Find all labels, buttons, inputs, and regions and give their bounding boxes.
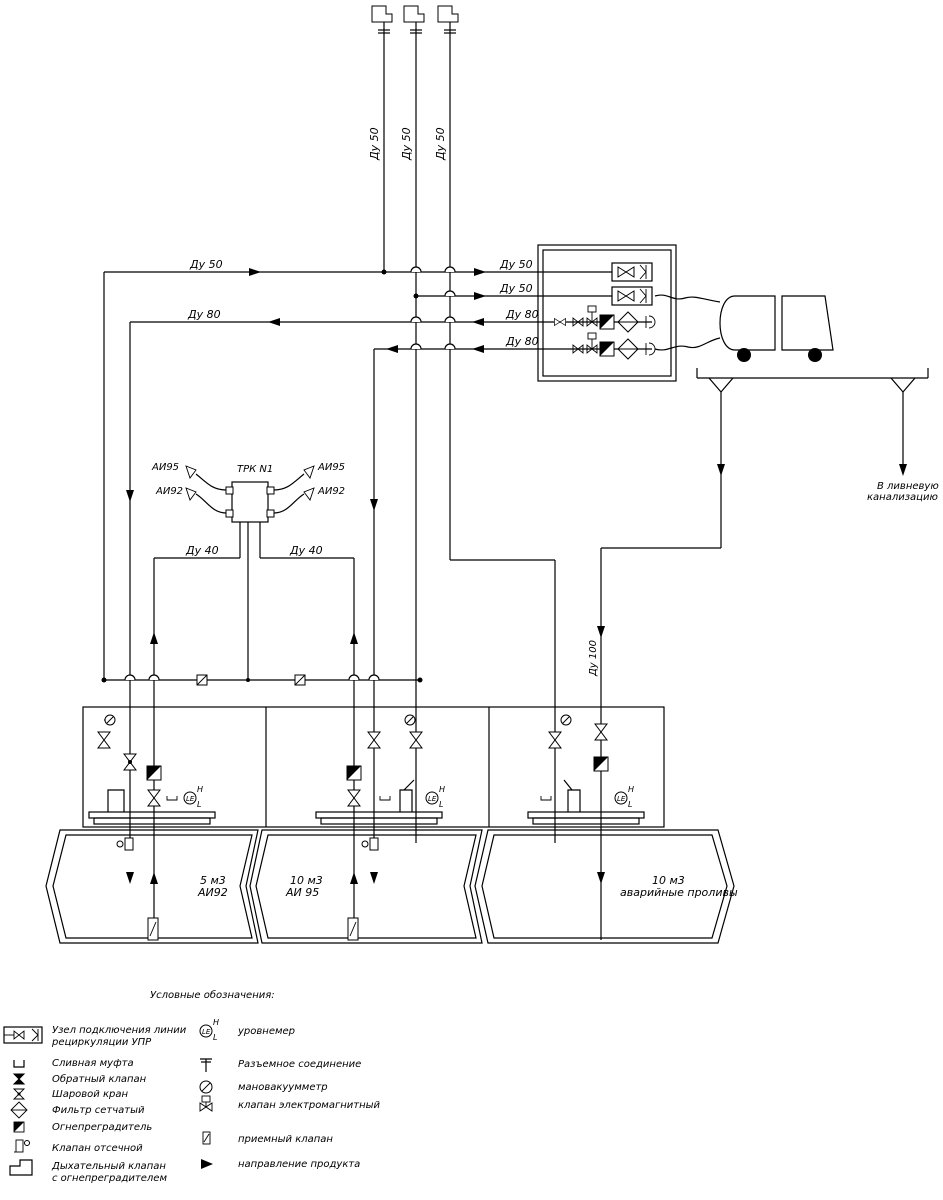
legend-label-1b: рециркуляции УПР	[51, 1037, 152, 1048]
legend-label-11: мановакуумметр	[238, 1082, 328, 1093]
legend-label-12: клапан электромагнитный	[238, 1100, 381, 1111]
storm-sewer-label-1: В ливневую	[877, 481, 939, 492]
label-du80-in1: Ду 80	[505, 308, 539, 321]
dispenser-title: ТРК N1	[237, 464, 273, 475]
dispenser-left-top: АИ95	[151, 462, 179, 473]
tank-1-product: АИ92	[197, 886, 228, 899]
storm-sewer-label-2: канализацию	[867, 492, 938, 503]
legend-title: Условные обозначения:	[150, 989, 275, 1001]
legend-label-1: Узел подключения линии	[52, 1025, 187, 1036]
legend-label-3: Обратный клапан	[52, 1073, 147, 1085]
tank-1-volume: 5 м3	[200, 874, 226, 887]
label-du50-vent1: Ду 50	[368, 127, 381, 161]
label-du50-top: Ду 50	[189, 258, 223, 271]
legend-label-8b: с огнепреградителем	[52, 1173, 167, 1184]
check-valve-icon	[12, 1073, 26, 1085]
ball-valve-icon	[12, 1088, 26, 1100]
legend-label-2: Сливная муфта	[52, 1058, 134, 1069]
dispenser-right-bottom: АИ92	[317, 486, 345, 497]
tank-3	[474, 829, 735, 944]
tank-3-volume: 10 м3	[652, 874, 685, 887]
legend-label-13: приемный клапан	[238, 1134, 333, 1145]
detachable-joint-icon	[200, 1058, 212, 1072]
dispenser-right-top: АИ95	[317, 462, 345, 473]
label-du50-vent3: Ду 50	[434, 127, 447, 161]
tank-3-product: аварийные проливы	[620, 886, 738, 899]
label-du80-top: Ду 80	[187, 308, 221, 321]
fuel-dispenser	[126, 465, 378, 940]
flow-direction-icon	[201, 1159, 213, 1169]
tank-1	[45, 829, 259, 944]
legend-label-8: Дыхательный клапан	[51, 1161, 166, 1172]
recirculation-node-icon	[3, 1026, 43, 1044]
label-du40-left: Ду 40	[185, 544, 219, 557]
breathing-valve-icon	[403, 5, 425, 34]
breathing-valve-icon	[437, 5, 459, 34]
legend-label-7: Клапан отсечной	[52, 1143, 143, 1154]
flame-arrester-icon	[13, 1121, 25, 1133]
tank-truck	[654, 294, 929, 548]
intake-valve-icon	[202, 1131, 211, 1145]
label-du100: Ду 100	[588, 640, 599, 677]
breathing-valve-icon	[371, 5, 393, 272]
tank-2	[249, 829, 483, 944]
mesh-filter-icon	[10, 1101, 28, 1119]
legend-label-14: направление продукта	[238, 1159, 360, 1170]
label-du80-in2: Ду 80	[505, 335, 539, 348]
pipe-du50-second	[413, 290, 612, 300]
legend-label-5: Фильтр сетчатый	[52, 1105, 145, 1116]
legend-label-9: уровнемер	[237, 1026, 295, 1037]
label-du50-in1: Ду 50	[499, 258, 533, 271]
shutoff-valve-icon	[14, 1139, 30, 1153]
tank-pit	[82, 706, 665, 828]
breathing-valve-icon	[9, 1159, 33, 1176]
legend-label-4: Шаровой кран	[52, 1089, 128, 1100]
manovacuum-gauge-icon	[199, 1080, 213, 1094]
pipe-du50-top	[103, 266, 612, 680]
dispenser-left-bottom: АИ92	[155, 486, 183, 497]
collector-line	[101, 674, 423, 686]
level-gauge-icon	[199, 1017, 220, 1043]
label-du50-in2: Ду 50	[499, 282, 533, 295]
pit-equipment	[88, 714, 645, 825]
label-du40-right: Ду 40	[289, 544, 323, 557]
pipe-du80-top	[129, 316, 594, 840]
tank-2-volume: 10 м3	[290, 874, 323, 887]
pipe-du80-second	[373, 343, 594, 840]
solenoid-valve-icon	[199, 1095, 213, 1112]
upr-cabinet	[537, 244, 677, 382]
tank-2-product: АИ 95	[285, 886, 319, 899]
legend-label-6: Огнепреградитель	[52, 1122, 152, 1133]
legend-label-10: Разъемное соединение	[238, 1059, 361, 1070]
label-du50-vent2: Ду 50	[400, 127, 413, 161]
drain-coupling-icon	[13, 1060, 25, 1068]
